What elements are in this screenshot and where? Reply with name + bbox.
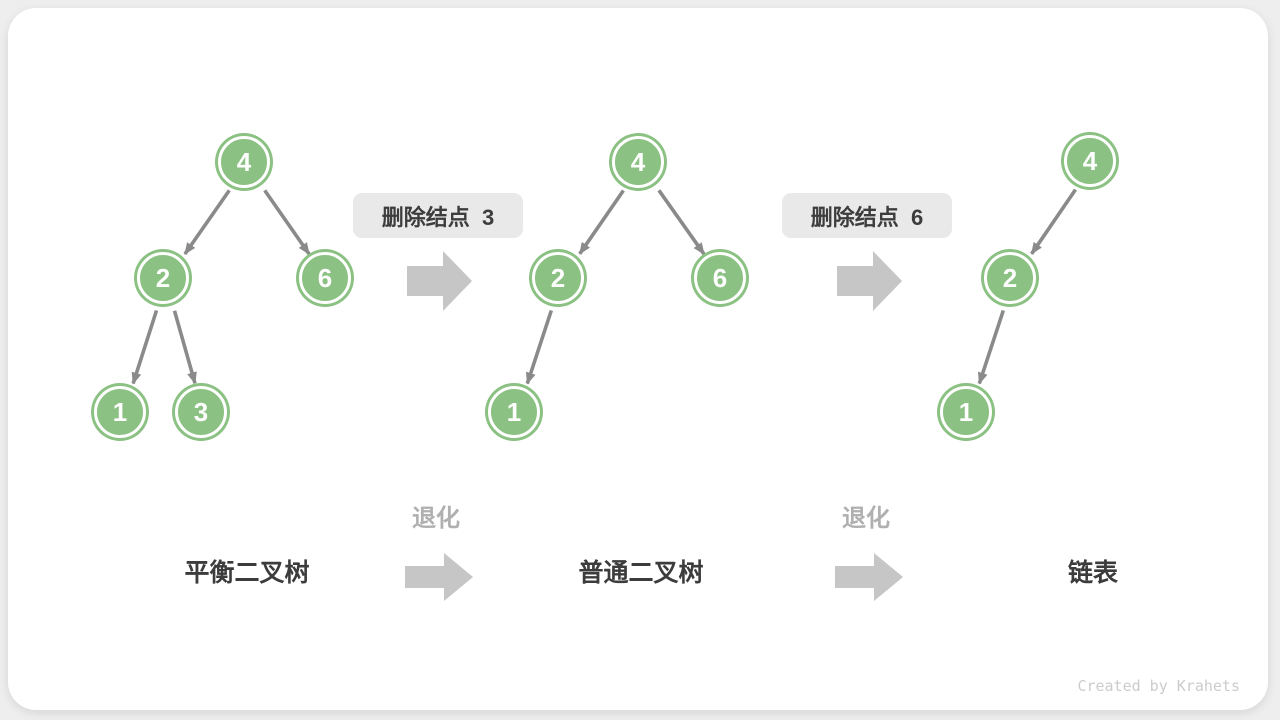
tree-node: 1 (94, 386, 146, 438)
tree-node: 2 (137, 252, 189, 304)
tree-title-linked-list: 链表 (1067, 559, 1118, 587)
tree-node: 2 (532, 252, 584, 304)
degrade-label: 退化 (412, 505, 460, 532)
card (8, 8, 1268, 710)
tree-node: 4 (218, 136, 270, 188)
tree-node: 6 (299, 252, 351, 304)
tree-title-ordinary: 普通二叉树 (578, 559, 704, 587)
tree-node: 4 (612, 136, 664, 188)
delete-node-badge: 删除结点 6 (782, 193, 952, 238)
delete-node-badge: 删除结点 3 (353, 193, 523, 238)
tree-title-balanced: 平衡二叉树 (184, 559, 310, 587)
tree-node: 1 (940, 386, 992, 438)
tree-node: 4 (1064, 135, 1116, 187)
tree-node: 1 (488, 386, 540, 438)
credit-text: Created by Krahets (1077, 677, 1240, 695)
degrade-label: 退化 (842, 505, 890, 532)
tree-node: 6 (694, 252, 746, 304)
tree-node: 3 (175, 386, 227, 438)
tree-node: 2 (984, 252, 1036, 304)
